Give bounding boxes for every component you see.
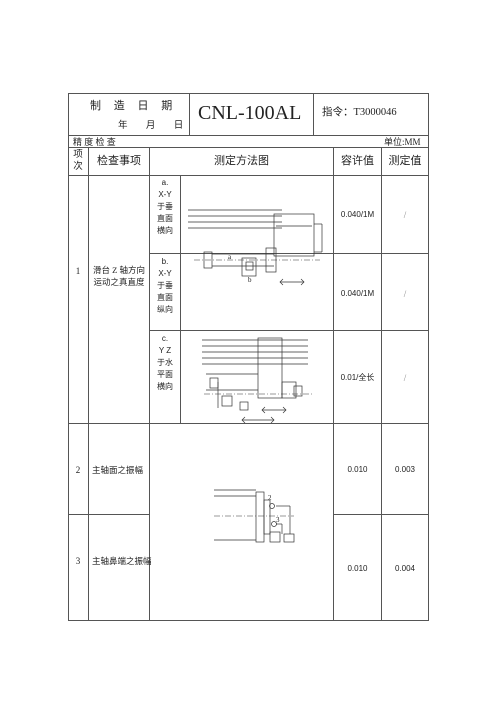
column-divider-no (88, 147, 89, 621)
column-header-measured: 测定值 (388, 155, 422, 167)
table-line-sub-a-bottom (149, 253, 429, 254)
row2-check-item: 主轴面之振幅 (92, 465, 144, 475)
row1-subitem-a-label: a. X-Y 于垂 直面 横向 (157, 178, 173, 235)
made-date-label: 制 造 日 期 (90, 100, 178, 112)
row1-subitem-c-tolerance: 0.01/全长 (340, 373, 375, 382)
row1-subitem-c-label: c. Y Z 于水 平面 横向 (157, 334, 173, 391)
column-header-method: 测定方法图 (214, 155, 269, 167)
row1-subitem-b-tolerance: 0.040/1M (340, 289, 375, 298)
diagram-spindle-runout: 2 3 (214, 489, 295, 543)
column-divider-sublabel (180, 175, 181, 423)
table-line-sub-b-bottom (149, 330, 429, 331)
header-divider-1 (189, 93, 190, 135)
row1-number: 1 (75, 266, 81, 276)
diagram-label-b: b (248, 276, 252, 284)
table-border-right (428, 93, 429, 621)
column-header-tolerance: 容许值 (341, 155, 374, 167)
column-header-check-item: 检查事项 (97, 155, 141, 167)
row3-number: 3 (75, 556, 81, 566)
table-line-subheader-bottom (68, 147, 429, 148)
diagram-label-a: a (228, 253, 232, 261)
table-line-header-bottom (68, 135, 429, 136)
table-border-top (68, 93, 429, 94)
column-divider-tolerance (381, 147, 382, 621)
instruction-label-text: 指令： (322, 107, 354, 118)
diagram-label-3: 3 (276, 516, 280, 524)
column-header-item-no: 项 次 (73, 150, 83, 172)
row3-check-item: 主轴鼻端之振幅 (92, 556, 152, 566)
header-divider-2 (313, 93, 314, 135)
table-line-row1-bottom (68, 423, 429, 424)
diagram-label-2: 2 (268, 494, 272, 502)
subheader-title: 精 度 检 查 (73, 137, 116, 147)
model-title: CNL-100AL (198, 102, 302, 124)
made-date-units: 年 月 日 (118, 121, 184, 131)
row3-tolerance: 0.010 (347, 564, 368, 573)
row1-check-item: 滑台 Z 轴方向 运动之真直度 (93, 265, 145, 287)
row1-subitem-a-tolerance: 0.040/1M (340, 210, 375, 219)
row1-subitem-a-measured: / (403, 210, 407, 220)
table-line-row2-bottom (68, 514, 149, 515)
row1-subitem-c-measured: / (403, 373, 407, 383)
table-border-bottom (68, 620, 429, 621)
row1-subitem-b-measured: / (403, 289, 407, 299)
row1-subitem-b-label: b. X-Y 于垂 直面 纵向 (157, 257, 173, 314)
diagram-straightness-yz (202, 337, 312, 424)
row2-tolerance: 0.010 (347, 465, 368, 474)
table-border-left (68, 93, 69, 621)
table-line-columns-bottom (68, 175, 429, 176)
row2-measured: 0.003 (394, 465, 416, 474)
diagram-straightness-xy: a b (188, 209, 323, 286)
instruction-label: 指令：T3000046 (322, 107, 397, 119)
column-divider-item (149, 147, 150, 621)
column-divider-method (333, 147, 334, 621)
subheader-unit: 单位:MM (384, 137, 421, 147)
row3-measured: 0.004 (394, 564, 416, 573)
instruction-code: T3000046 (353, 107, 397, 118)
row2-number: 2 (75, 465, 81, 475)
